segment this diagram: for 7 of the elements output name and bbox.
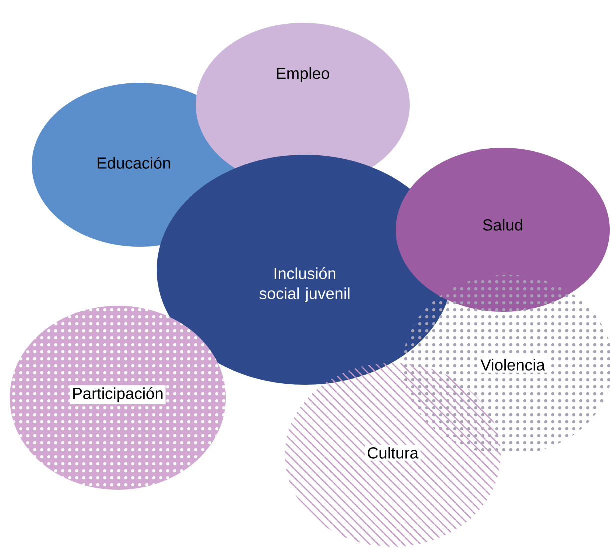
circle-label: Inclusión social juvenil bbox=[260, 267, 350, 303]
circle-label: Participación bbox=[70, 385, 166, 405]
circle-label: Salud bbox=[483, 219, 522, 231]
circle-label: Cultura bbox=[365, 445, 421, 461]
circle-label: Educación bbox=[98, 157, 170, 169]
circle-label: Empleo bbox=[277, 68, 330, 82]
circle-label: Violencia bbox=[478, 357, 548, 373]
